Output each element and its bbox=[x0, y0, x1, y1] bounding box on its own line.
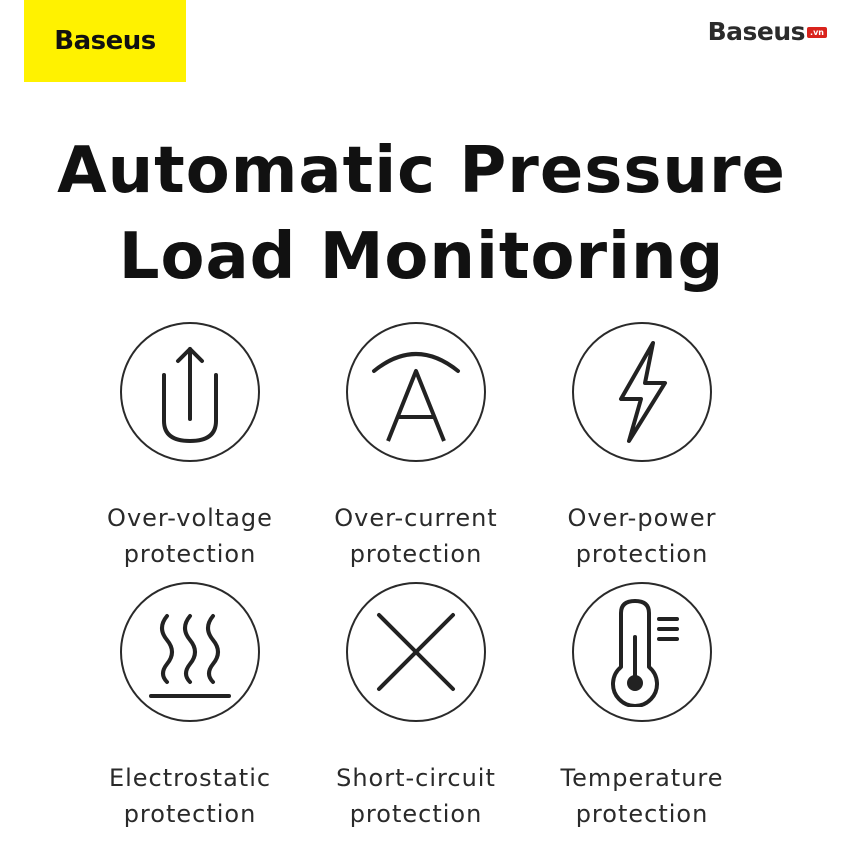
feature-label-line-1: Over-voltage bbox=[107, 504, 273, 532]
feature-icon-circle bbox=[572, 582, 712, 722]
feature-over-voltage: Over-voltage protection bbox=[70, 322, 310, 572]
feature-label-line-1: Over-power bbox=[567, 504, 717, 532]
feature-over-current: Over-current protection bbox=[296, 322, 536, 572]
feature-icon-circle bbox=[346, 322, 486, 462]
brand-logo-text: Baseus bbox=[54, 26, 156, 56]
feature-label-line-1: Temperature bbox=[560, 764, 724, 792]
headline: Automatic Pressure Load Monitoring bbox=[0, 128, 843, 300]
lightning-bolt-icon bbox=[619, 341, 667, 443]
feature-icon-circle bbox=[120, 322, 260, 462]
heat-waves-icon bbox=[149, 614, 231, 698]
feature-label-line-2: protection bbox=[349, 800, 483, 828]
feature-icon-circle bbox=[120, 582, 260, 722]
feature-label-line-2: protection bbox=[123, 800, 257, 828]
feature-label-line-2: protection bbox=[123, 540, 257, 568]
feature-label-line-1: Electrostatic bbox=[108, 764, 272, 792]
feature-icon-circle bbox=[346, 582, 486, 722]
feature-icon-circle bbox=[572, 322, 712, 462]
cross-icon bbox=[377, 613, 455, 691]
feature-electrostatic: Electrostatic protection bbox=[70, 582, 310, 832]
headline-line-2: Load Monitoring bbox=[118, 220, 725, 294]
feature-label-line-2: protection bbox=[575, 540, 709, 568]
corner-logo-text: Baseus bbox=[707, 16, 806, 46]
feature-temperature: Temperature protection bbox=[522, 582, 762, 832]
upload-arrow-icon bbox=[162, 347, 218, 444]
letter-a-arc-icon bbox=[372, 352, 460, 442]
headline-line-1: Automatic Pressure bbox=[57, 134, 786, 208]
feature-label-line-2: protection bbox=[575, 800, 709, 828]
feature-label-line-2: protection bbox=[349, 540, 483, 568]
brand-logo-box: Baseus bbox=[24, 0, 186, 82]
feature-over-power: Over-power protection bbox=[522, 322, 762, 572]
feature-label-line-1: Short-circuit bbox=[336, 764, 496, 792]
feature-label-line-1: Over-current bbox=[334, 504, 498, 532]
corner-brand-logo: Baseus .vn bbox=[708, 14, 827, 48]
corner-logo-suffix: .vn bbox=[807, 26, 827, 38]
thermometer-icon bbox=[611, 599, 679, 707]
feature-short-circuit: Short-circuit protection bbox=[296, 582, 536, 832]
